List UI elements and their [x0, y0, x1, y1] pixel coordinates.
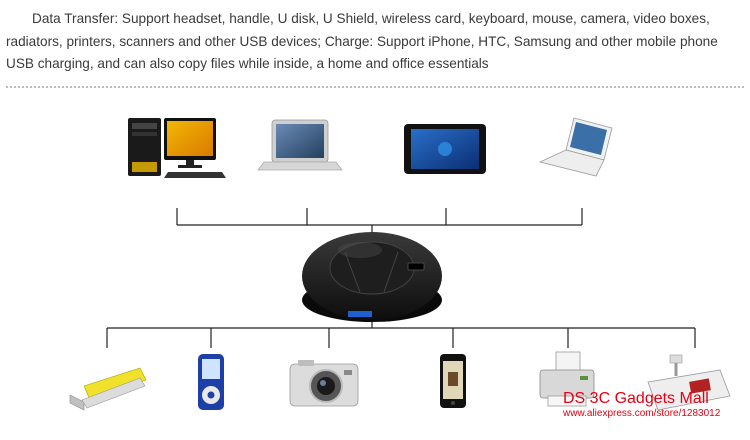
card-reader-icon [647, 354, 731, 411]
watermark-store-name: DS 3C Gadgets Mall [563, 390, 709, 407]
desktop-computer-icon [128, 118, 226, 178]
top-connector-lines [176, 208, 583, 232]
usb-hub-icon [302, 232, 442, 322]
mp3-player-icon [198, 354, 224, 410]
windows-tablet-icon [404, 124, 486, 174]
dotted-divider [6, 86, 744, 88]
description-text: Data Transfer: Support headset, handle, … [6, 11, 718, 71]
digital-camera-icon [289, 360, 359, 407]
usb-flash-drive-icon [69, 367, 147, 411]
macbook-laptop-icon [257, 119, 343, 171]
smartphone-icon [440, 354, 466, 408]
bottom-connector-lines [106, 318, 696, 348]
white-netbook-icon [538, 117, 613, 177]
watermark-store-url: www.aliexpress.com/store/1283012 [563, 408, 721, 419]
printer-icon [539, 351, 595, 407]
